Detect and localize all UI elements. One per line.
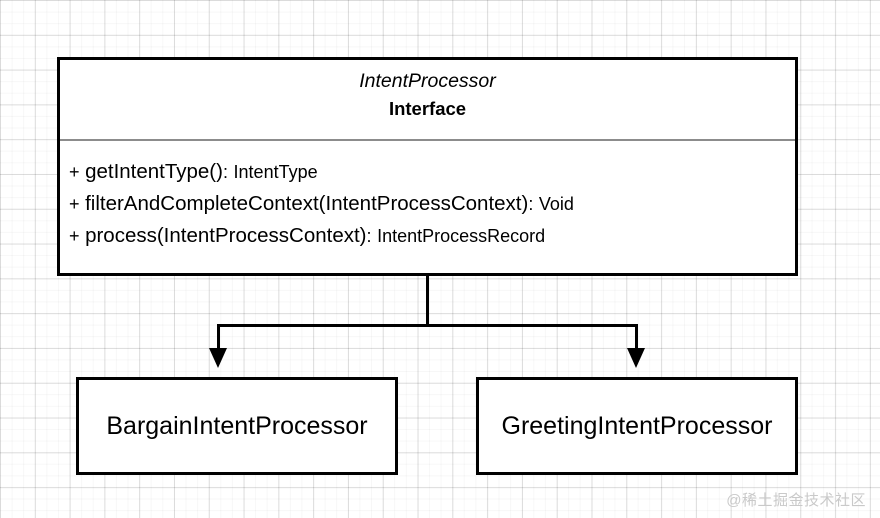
uml-interface-header: IntentProcessor Interface — [60, 60, 795, 124]
method-visibility: + — [69, 226, 80, 246]
connector-stem — [426, 276, 429, 327]
method-signature: getIntentType() — [85, 160, 223, 183]
uml-method-list: + getIntentType(): IntentType + filterAn… — [60, 145, 795, 252]
method-separator: : — [222, 162, 228, 182]
method-signature: process(IntentProcessContext) — [85, 224, 367, 247]
connector-right-drop — [635, 324, 638, 349]
method-visibility: + — [69, 162, 80, 182]
connector-left-drop — [217, 324, 220, 349]
uml-section-divider — [60, 139, 795, 141]
uml-interface-box[interactable]: IntentProcessor Interface + getIntentTyp… — [57, 57, 798, 276]
watermark-text: @稀土掘金技术社区 — [726, 492, 866, 509]
uml-interface-name: IntentProcessor — [359, 70, 496, 92]
arrowhead-down-icon — [627, 348, 645, 368]
method-signature: filterAndCompleteContext(IntentProcessCo… — [85, 192, 529, 215]
uml-class-box-greeting[interactable]: GreetingIntentProcessor — [476, 377, 798, 475]
method-return-type: Void — [538, 194, 574, 214]
method-visibility: + — [69, 194, 80, 214]
method-separator: : — [528, 194, 534, 214]
arrowhead-down-icon — [209, 348, 227, 368]
uml-method-row: + filterAndCompleteContext(IntentProcess… — [69, 188, 795, 220]
uml-class-box-bargain[interactable]: BargainIntentProcessor — [76, 377, 398, 475]
uml-interface-stereotype: Interface — [388, 98, 467, 119]
uml-class-name: GreetingIntentProcessor — [501, 412, 773, 440]
connector-horizontal-bar — [217, 324, 638, 327]
method-return-type: IntentType — [233, 162, 318, 182]
method-return-type: IntentProcessRecord — [377, 226, 546, 246]
method-separator: : — [366, 226, 372, 246]
uml-method-row: + getIntentType(): IntentType — [69, 156, 795, 188]
uml-class-name: BargainIntentProcessor — [106, 412, 368, 440]
uml-method-row: + process(IntentProcessContext): IntentP… — [69, 220, 795, 252]
